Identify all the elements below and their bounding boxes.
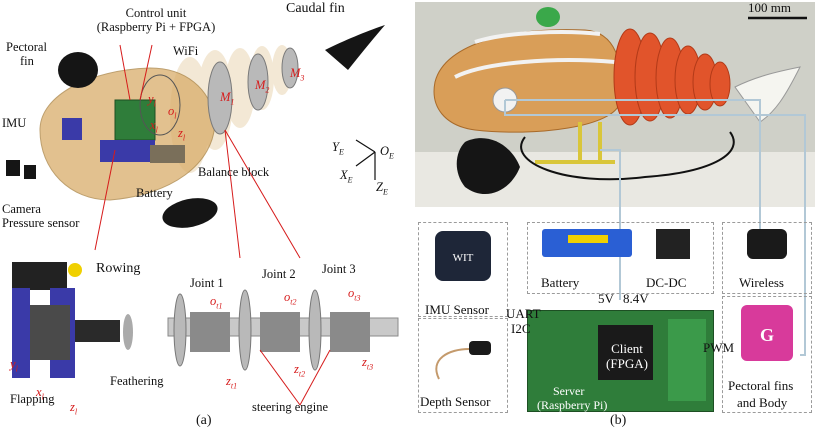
- balance-block-label: Balance block: [198, 165, 270, 179]
- control-unit-detail-label: (Raspberry Pi + FPGA): [96, 20, 216, 34]
- m1-label: M1: [220, 90, 235, 107]
- caudal-fin: [325, 25, 385, 70]
- pectoral-fin-upper: [58, 52, 98, 88]
- battery-b-label: Battery: [541, 275, 580, 290]
- m3-label: M3: [290, 66, 305, 83]
- caudal-fin-label: Caudal fin: [286, 1, 345, 16]
- i2c-label: I2C: [511, 321, 531, 336]
- joint-1-label: Joint 1: [190, 276, 224, 290]
- scale-bar-label: 100 mm: [748, 0, 791, 15]
- tail-discs: [207, 47, 299, 135]
- body-frame-y-label: yl: [148, 92, 156, 109]
- oe-origin-label: OE: [380, 144, 394, 161]
- uart-label: UART: [506, 306, 541, 321]
- wireless-box: [722, 222, 812, 294]
- ze-axis-label: ZE: [376, 180, 388, 197]
- z-t3-label: zt3: [362, 355, 374, 372]
- xe-axis-label: XE: [340, 168, 353, 185]
- pectoral-fin-lower: [162, 198, 218, 228]
- feathering-label: Feathering: [110, 374, 164, 388]
- body-frame-z-label: zl: [178, 126, 186, 143]
- flapping-label: Flapping: [10, 392, 55, 406]
- ye-axis-label: YE: [332, 140, 344, 157]
- depth-sensor-box: [418, 318, 508, 413]
- eight-point-four-volt-label: 8.4V: [623, 291, 649, 306]
- body-frame-origin-label: ol: [168, 104, 177, 121]
- server-label: Server: [553, 384, 585, 398]
- server-detail-label: (Raspberry Pi): [537, 398, 608, 412]
- pectoral-fin-label: Pectoral: [6, 40, 47, 54]
- panel-a-caption: (a): [196, 413, 212, 428]
- rowing-z-label: zl: [70, 400, 78, 417]
- panel-a: Caudal fin Control unit (Raspberry Pi + …: [2, 1, 399, 428]
- joint-2-label: Joint 2: [262, 267, 296, 281]
- steering-engine-label: steering engine: [252, 400, 329, 414]
- wifi-label: WiFi: [173, 44, 199, 58]
- pectoral-fin-label-2: fin: [20, 54, 34, 68]
- joint-3-label: Joint 3: [322, 262, 356, 276]
- power-box: [527, 222, 714, 294]
- camera-block: [6, 160, 36, 179]
- o-t3-label: ot3: [348, 286, 361, 303]
- wireless-label: Wireless: [739, 275, 784, 290]
- five-volt-label: 5V: [598, 291, 614, 306]
- panel-b-caption: (b): [610, 413, 627, 428]
- rowing-x-label: xl: [36, 385, 44, 402]
- depth-sensor-label: Depth Sensor: [420, 394, 491, 409]
- pectoral-fins-box: G: [722, 296, 812, 413]
- o-t1-label: ot1: [210, 294, 223, 311]
- imu-sensor-label: IMU Sensor: [425, 302, 489, 317]
- dc-dc-label: DC-DC: [646, 275, 687, 290]
- client-detail-label: (FPGA): [606, 356, 648, 371]
- control-board: [114, 99, 156, 141]
- imu-label: IMU: [2, 116, 27, 130]
- global-frame-axes: [355, 139, 376, 180]
- body-frame-x-label: xl: [150, 118, 158, 135]
- m2-label: M2: [255, 78, 270, 95]
- control-unit-label: Control unit: [125, 6, 187, 20]
- imu-board: [62, 118, 82, 140]
- svg-text:WIT: WIT: [453, 252, 474, 264]
- wifi-module: [139, 74, 181, 136]
- panel-a-illustration: [6, 25, 399, 406]
- rowing-label: Rowing: [96, 261, 141, 276]
- svg-text:G: G: [760, 325, 774, 345]
- controller-board: [527, 310, 714, 412]
- pressure-sensor-label: Pressure sensor: [2, 216, 80, 230]
- robot-fish-photo: [415, 2, 815, 207]
- rowing-y-label: yl: [10, 357, 18, 374]
- o-t2-label: ot2: [284, 290, 297, 307]
- client-label: Client: [611, 341, 643, 356]
- z-t1-label: zt1: [226, 374, 238, 391]
- imu-sensor-box: WIT: [418, 222, 508, 317]
- rowing-mechanism: [12, 262, 133, 378]
- joint-mechanisms: [167, 289, 399, 371]
- z-t2-label: zt2: [294, 362, 306, 379]
- balance-block: [150, 145, 185, 163]
- battery-label: Battery: [136, 186, 173, 200]
- battery-block: [100, 140, 155, 162]
- and-body-label: and Body: [737, 395, 788, 410]
- pwm-label: PWM: [703, 340, 735, 355]
- leader-lines: [94, 44, 331, 406]
- pectoral-fins-label: Pectoral fins: [728, 378, 794, 393]
- camera-label: Camera: [2, 202, 41, 216]
